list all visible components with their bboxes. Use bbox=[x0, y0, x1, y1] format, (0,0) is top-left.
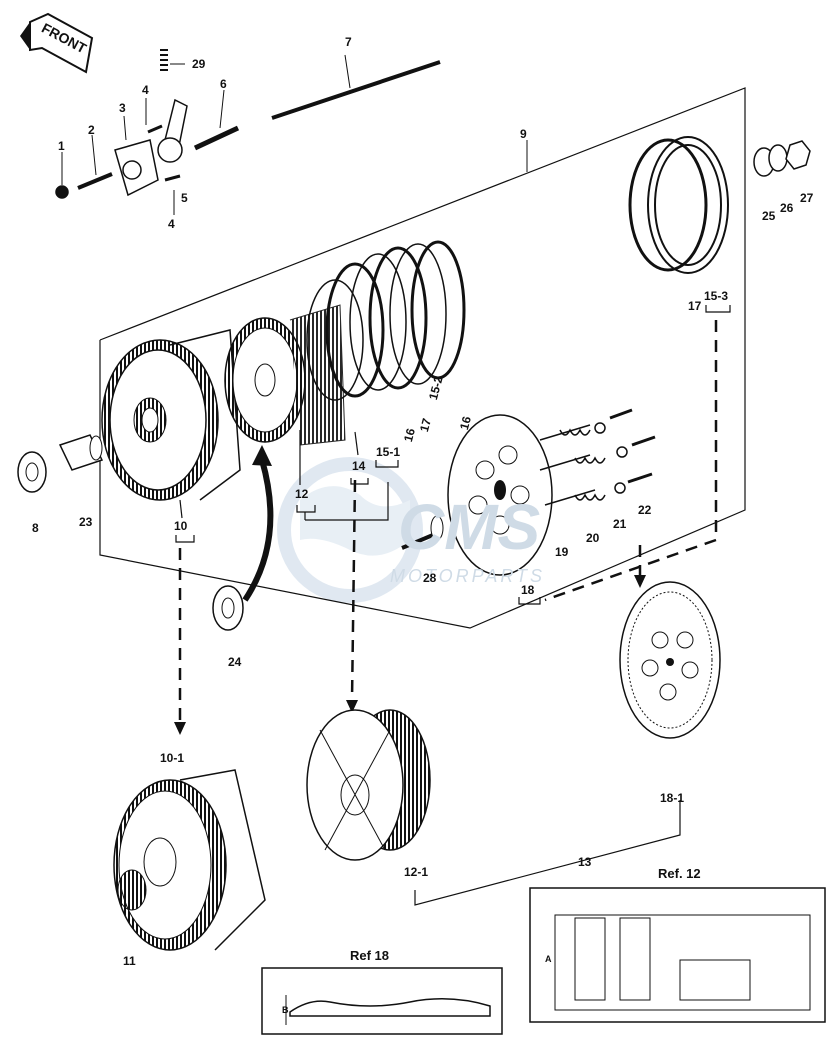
part-label-12-1: 12-1 bbox=[404, 865, 429, 879]
part-label-25: 25 bbox=[762, 209, 776, 223]
ref12-inset bbox=[529, 887, 826, 1023]
part-label-21: 21 bbox=[613, 517, 627, 531]
clutch-housing-10-1 bbox=[113, 769, 266, 951]
release-lever-assembly bbox=[55, 49, 188, 199]
dashed-leaders bbox=[178, 320, 718, 725]
part-label-9: 9 bbox=[520, 127, 527, 141]
part-label-18: 18 bbox=[521, 583, 535, 597]
clutch-hub-12-1 bbox=[306, 709, 431, 861]
clutch-plates-stack bbox=[306, 240, 466, 401]
ref18-dim: B bbox=[282, 1005, 289, 1015]
plates-15-3 bbox=[628, 136, 729, 274]
part-label-28: 28 bbox=[423, 571, 437, 585]
springs-and-bolts bbox=[539, 408, 656, 506]
pressure-plate-18 bbox=[447, 414, 553, 576]
pushrod-7 bbox=[271, 54, 441, 120]
part-label-3: 3 bbox=[119, 101, 126, 115]
part-label-29: 29 bbox=[192, 57, 206, 71]
nut-washer-25-27 bbox=[753, 140, 811, 177]
part-label-1: 1 bbox=[58, 139, 65, 153]
part-label-4b: 4 bbox=[168, 217, 175, 231]
ref12-dim: A bbox=[545, 954, 552, 964]
part-label-13: 13 bbox=[578, 855, 592, 869]
part-label-11: 11 bbox=[123, 954, 136, 968]
pressure-plate-18-1 bbox=[619, 581, 721, 739]
part-label-14: 14 bbox=[352, 459, 366, 473]
pushrod-28 bbox=[401, 515, 444, 550]
part-label-27: 27 bbox=[800, 191, 814, 205]
watermark-brand: CMS bbox=[398, 491, 541, 563]
part-label-17a: 17 bbox=[417, 416, 435, 434]
washer-24 bbox=[212, 445, 274, 631]
part-label-23: 23 bbox=[79, 515, 93, 529]
leader-lines bbox=[61, 63, 528, 215]
part-label-20: 20 bbox=[586, 531, 600, 545]
part-label-8: 8 bbox=[32, 521, 39, 535]
part-label-6: 6 bbox=[220, 77, 227, 91]
ref18-title: Ref 18 bbox=[350, 948, 390, 963]
part-label-24: 24 bbox=[228, 655, 242, 669]
part-label-2: 2 bbox=[88, 123, 95, 137]
clutch-hub-12 bbox=[224, 304, 346, 446]
part-label-19: 19 bbox=[555, 545, 569, 559]
ref18-inset bbox=[261, 967, 503, 1035]
ref12-title: Ref. 12 bbox=[658, 866, 701, 881]
part-label-16b: 16 bbox=[457, 414, 475, 432]
front-arrow-icon bbox=[20, 12, 94, 74]
clutch-housing-10 bbox=[101, 329, 241, 501]
bushing-23 bbox=[17, 434, 104, 493]
part-label-15-3: 15-3 bbox=[704, 289, 729, 303]
watermark-sub: MOTORPARTS bbox=[390, 566, 546, 586]
arrowheads bbox=[174, 575, 646, 735]
part-label-10-1: 10-1 bbox=[160, 751, 185, 765]
part-label-26: 26 bbox=[780, 201, 794, 215]
part-label-22: 22 bbox=[638, 503, 652, 517]
part-label-12: 12 bbox=[295, 487, 309, 501]
part-label-18-1: 18-1 bbox=[660, 791, 685, 805]
part-label-15-1: 15-1 bbox=[376, 445, 401, 459]
part-label-4a: 4 bbox=[142, 83, 149, 97]
bracket-lines bbox=[175, 305, 731, 605]
part-label-16a: 16 bbox=[401, 426, 419, 444]
frame-outline bbox=[99, 87, 746, 629]
part-label-5: 5 bbox=[181, 191, 188, 205]
part-label-10: 10 bbox=[174, 519, 188, 533]
part-label-17b: 17 bbox=[688, 299, 702, 313]
part-label-7: 7 bbox=[345, 35, 352, 49]
pin-6 bbox=[193, 125, 240, 151]
leader-13 bbox=[414, 800, 681, 906]
